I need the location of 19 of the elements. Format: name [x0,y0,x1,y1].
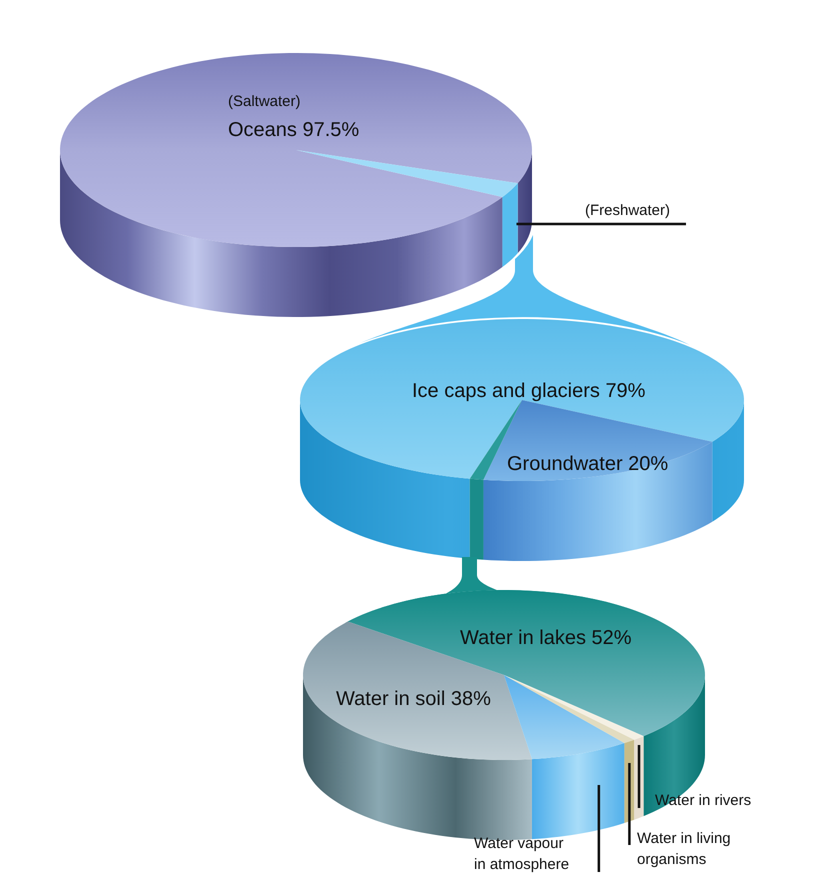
pie-slice [483,400,712,561]
leader-line [516,222,686,226]
pie-slice [60,53,532,317]
callout-label: Water in living organisms [637,828,767,870]
pie-slice [296,150,518,268]
leader-line [628,763,631,845]
slice-label: Groundwater 20% [507,453,668,475]
slice-label: Water in lakes 52% [460,627,632,649]
slice-label: Ice caps and glaciers 79% [412,380,646,402]
slice-label: Oceans 97.5% [228,119,360,141]
callout-label: Water vapour in atmosphere [474,833,574,875]
leader-line [638,745,640,808]
slice-label: Water in soil 38% [336,688,491,710]
callout-label: (Freshwater) [585,200,695,221]
slice-label: (Saltwater) [228,93,301,110]
pie-slice [300,319,744,559]
leader-line [598,785,600,872]
pie-slice [504,675,624,840]
funnel-band [360,235,690,345]
